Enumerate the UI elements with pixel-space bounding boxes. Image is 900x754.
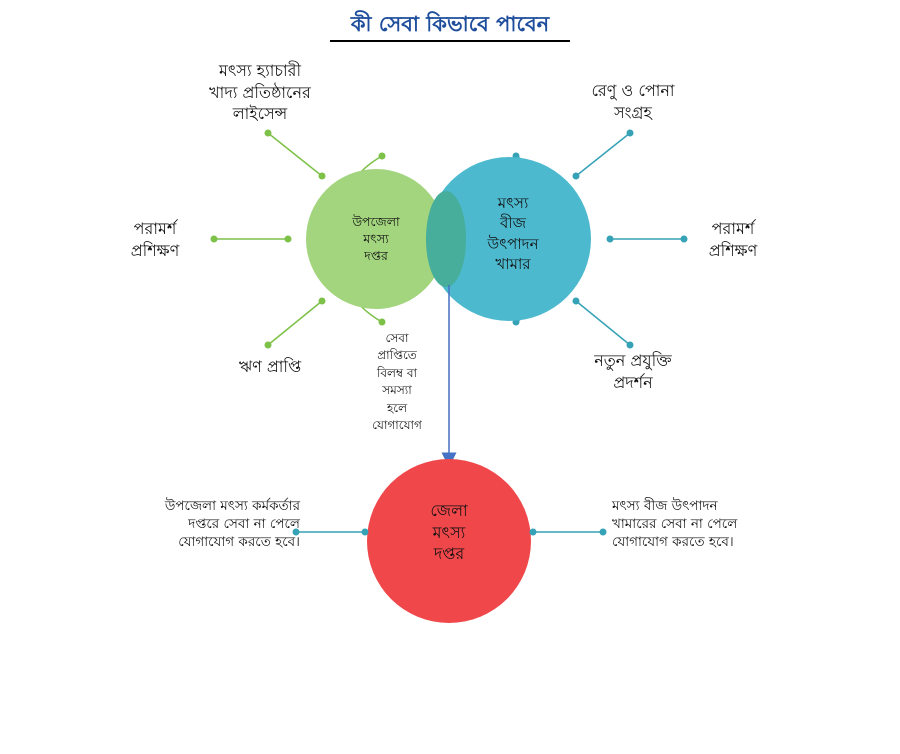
district-dots xyxy=(292,528,607,536)
district-circle xyxy=(367,459,531,623)
page-title: কী সেবা কিভাবে পাবেন xyxy=(350,12,550,36)
hatchery-circle xyxy=(427,157,591,321)
spoke-collection xyxy=(575,132,631,177)
escalation-note: সেবাপ্রাপ্তিতেবিলম্ব বাসমস্যাহলেযোগাযোগ xyxy=(372,331,422,432)
overlap-region xyxy=(426,191,466,287)
hatchery-service-collection: রেণু ও পোনাসংগ্রহ xyxy=(591,81,675,122)
spoke-license xyxy=(267,132,323,177)
spoke-loan xyxy=(267,300,323,346)
upazila-service-loan: ঋণ প্রাপ্তি xyxy=(238,357,302,376)
title-underline xyxy=(330,40,570,42)
hatchery-service-technology: নতুন প্রযুক্তিপ্রদর্শন xyxy=(594,351,672,392)
upazila-circle xyxy=(306,169,446,309)
spoke-technology xyxy=(575,300,631,346)
